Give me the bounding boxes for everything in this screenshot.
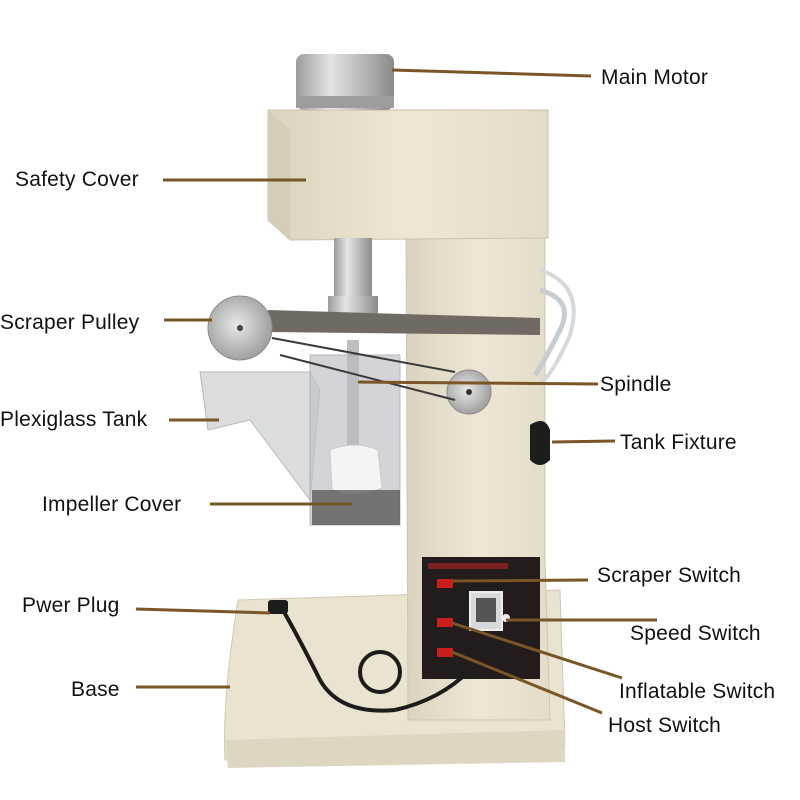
- label-tank-fixture: Tank Fixture: [620, 431, 737, 454]
- label-main-motor: Main Motor: [601, 66, 709, 89]
- leader-power-plug: [135, 607, 271, 615]
- leader-lines: [135, 68, 657, 715]
- power-cord: [268, 600, 472, 713]
- label-scraper-pulley: Scraper Pulley: [0, 311, 140, 334]
- tank-fixture-knob: [530, 421, 550, 465]
- leader-tank-fixture: [551, 439, 616, 444]
- label-safety-cover: Safety Cover: [15, 168, 139, 191]
- impeller-cover-shape: [312, 444, 400, 525]
- main-motor-shape: [296, 54, 394, 110]
- leader-main-motor: [391, 68, 592, 78]
- label-base: Base: [71, 678, 120, 701]
- label-spindle: Spindle: [600, 373, 672, 396]
- label-scraper-switch: Scraper Switch: [597, 564, 742, 587]
- label-impeller-cover: Impeller Cover: [42, 493, 182, 516]
- label-plexiglass-tank: Plexiglass Tank: [0, 408, 148, 431]
- leader-spindle: [357, 380, 599, 386]
- label-speed-switch: Speed Switch: [630, 622, 761, 645]
- leader-scraper-switch: [451, 578, 589, 583]
- control-panel: [422, 557, 540, 679]
- safety-cover-shape: [267, 109, 549, 241]
- label-power-plug: Pwer Plug: [22, 594, 120, 617]
- label-host-switch: Host Switch: [608, 714, 722, 737]
- label-inflatable-switch: Inflatable Switch: [619, 680, 776, 703]
- leader-host-switch: [451, 650, 603, 715]
- leader-inflatable-switch: [451, 621, 623, 680]
